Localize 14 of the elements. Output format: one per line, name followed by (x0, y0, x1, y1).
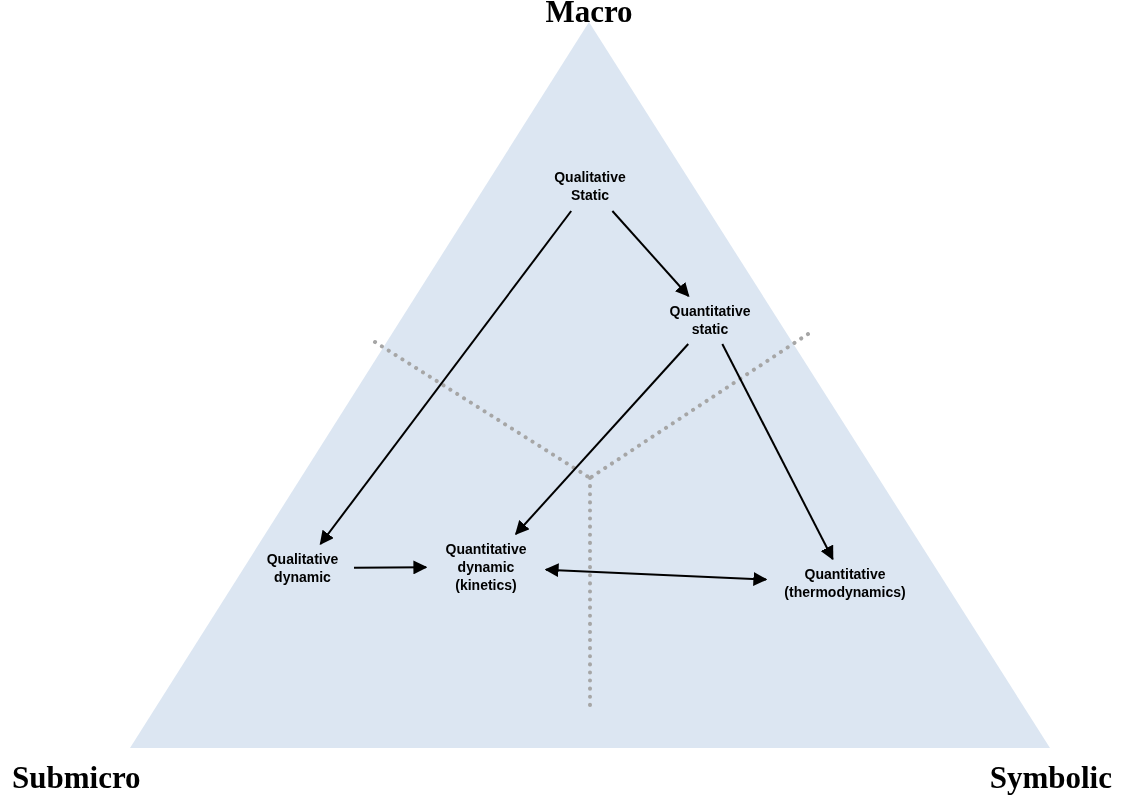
arrow (611, 210, 690, 298)
node-label: Quantitative (thermodynamics) (783, 565, 907, 601)
arrow (319, 210, 573, 546)
node-label: Qualitative dynamic (265, 550, 340, 586)
corner-label: Submicro (12, 760, 141, 796)
arrow (721, 343, 834, 561)
arrow (353, 560, 428, 575)
node-label: Qualitative Static (553, 168, 627, 204)
arrow (514, 343, 690, 536)
node-label: Quantitative static (668, 302, 752, 338)
double-arrow (544, 563, 768, 586)
node-label: Quantitative dynamic (kinetics) (444, 540, 528, 594)
corner-label: Symbolic (989, 760, 1112, 796)
corner-label: Macro (545, 0, 633, 30)
